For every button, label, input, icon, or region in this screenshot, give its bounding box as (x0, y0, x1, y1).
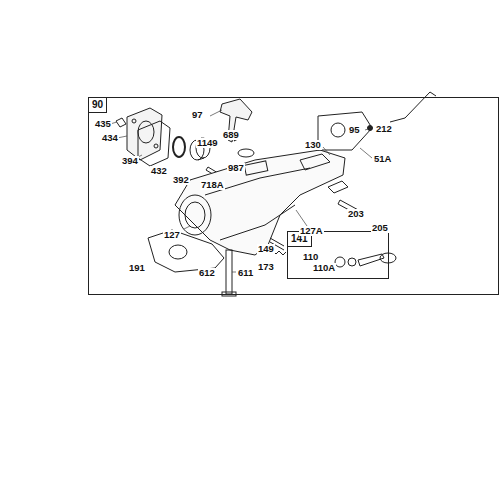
callout-number: 611 (237, 268, 254, 278)
callout-number: 435 (94, 119, 112, 129)
callout-number: 173 (257, 262, 275, 272)
callout-number: 432 (150, 166, 168, 176)
callout-number: 1149 (196, 138, 219, 148)
callout-number: 95 (348, 125, 361, 135)
callout-number: 130 (304, 140, 322, 150)
gasket (148, 230, 224, 272)
gasket (318, 112, 372, 150)
callout-number: 212 (375, 124, 393, 134)
throttle-shaft (335, 253, 396, 267)
group-number: 90 (88, 97, 107, 113)
lever (328, 181, 348, 193)
seal (238, 149, 254, 157)
choke-bracket (220, 99, 252, 142)
gasket (138, 121, 170, 166)
mounting-plate (116, 108, 162, 160)
callout-number: 612 (198, 268, 216, 278)
carburetor-body (175, 150, 345, 255)
callout-number: 191 (128, 263, 146, 273)
callout-number: 205 (371, 223, 389, 233)
callout-number: 149 (257, 244, 275, 254)
group-frame: 90 141110110A (88, 97, 499, 295)
callout-number: 110 (302, 252, 319, 262)
callout-number: 987 (227, 163, 245, 173)
kit-box: 141110110A (287, 231, 389, 279)
callout-number: 110A (312, 263, 336, 273)
callout-number: 434 (101, 133, 119, 143)
callout-number: 97 (191, 110, 204, 120)
callout-number: 203 (347, 209, 365, 219)
callout-number: 127A (299, 226, 324, 236)
fuel-pipe (222, 250, 236, 296)
callout-number: 51A (373, 154, 392, 164)
leader-lines (110, 110, 372, 272)
callout-number: 689 (222, 130, 240, 140)
clip (368, 126, 373, 131)
callout-number: 392 (172, 175, 190, 185)
callout-number: 127 (163, 230, 181, 240)
o-ring (173, 137, 185, 157)
callout-number: 394 (121, 156, 139, 166)
callout-number: 718A (200, 180, 225, 190)
